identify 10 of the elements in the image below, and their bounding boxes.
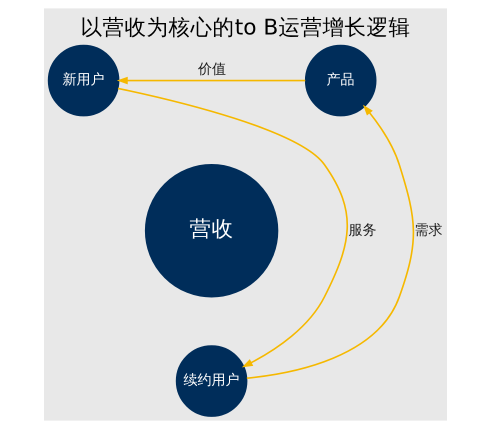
- node-circle: 营收: [144, 164, 278, 298]
- edge-label: 价值: [198, 61, 226, 78]
- edge-label: 需求: [414, 222, 443, 238]
- arrow: [118, 88, 348, 368]
- node-circle: 新用户: [48, 44, 120, 116]
- arrow: [246, 104, 414, 379]
- node-circle: 续约用户: [176, 345, 248, 417]
- edge-label: 服务: [348, 222, 376, 238]
- diagram-title: 以营收为核心的to B运营增长逻辑: [80, 15, 410, 40]
- arrow: [116, 76, 306, 84]
